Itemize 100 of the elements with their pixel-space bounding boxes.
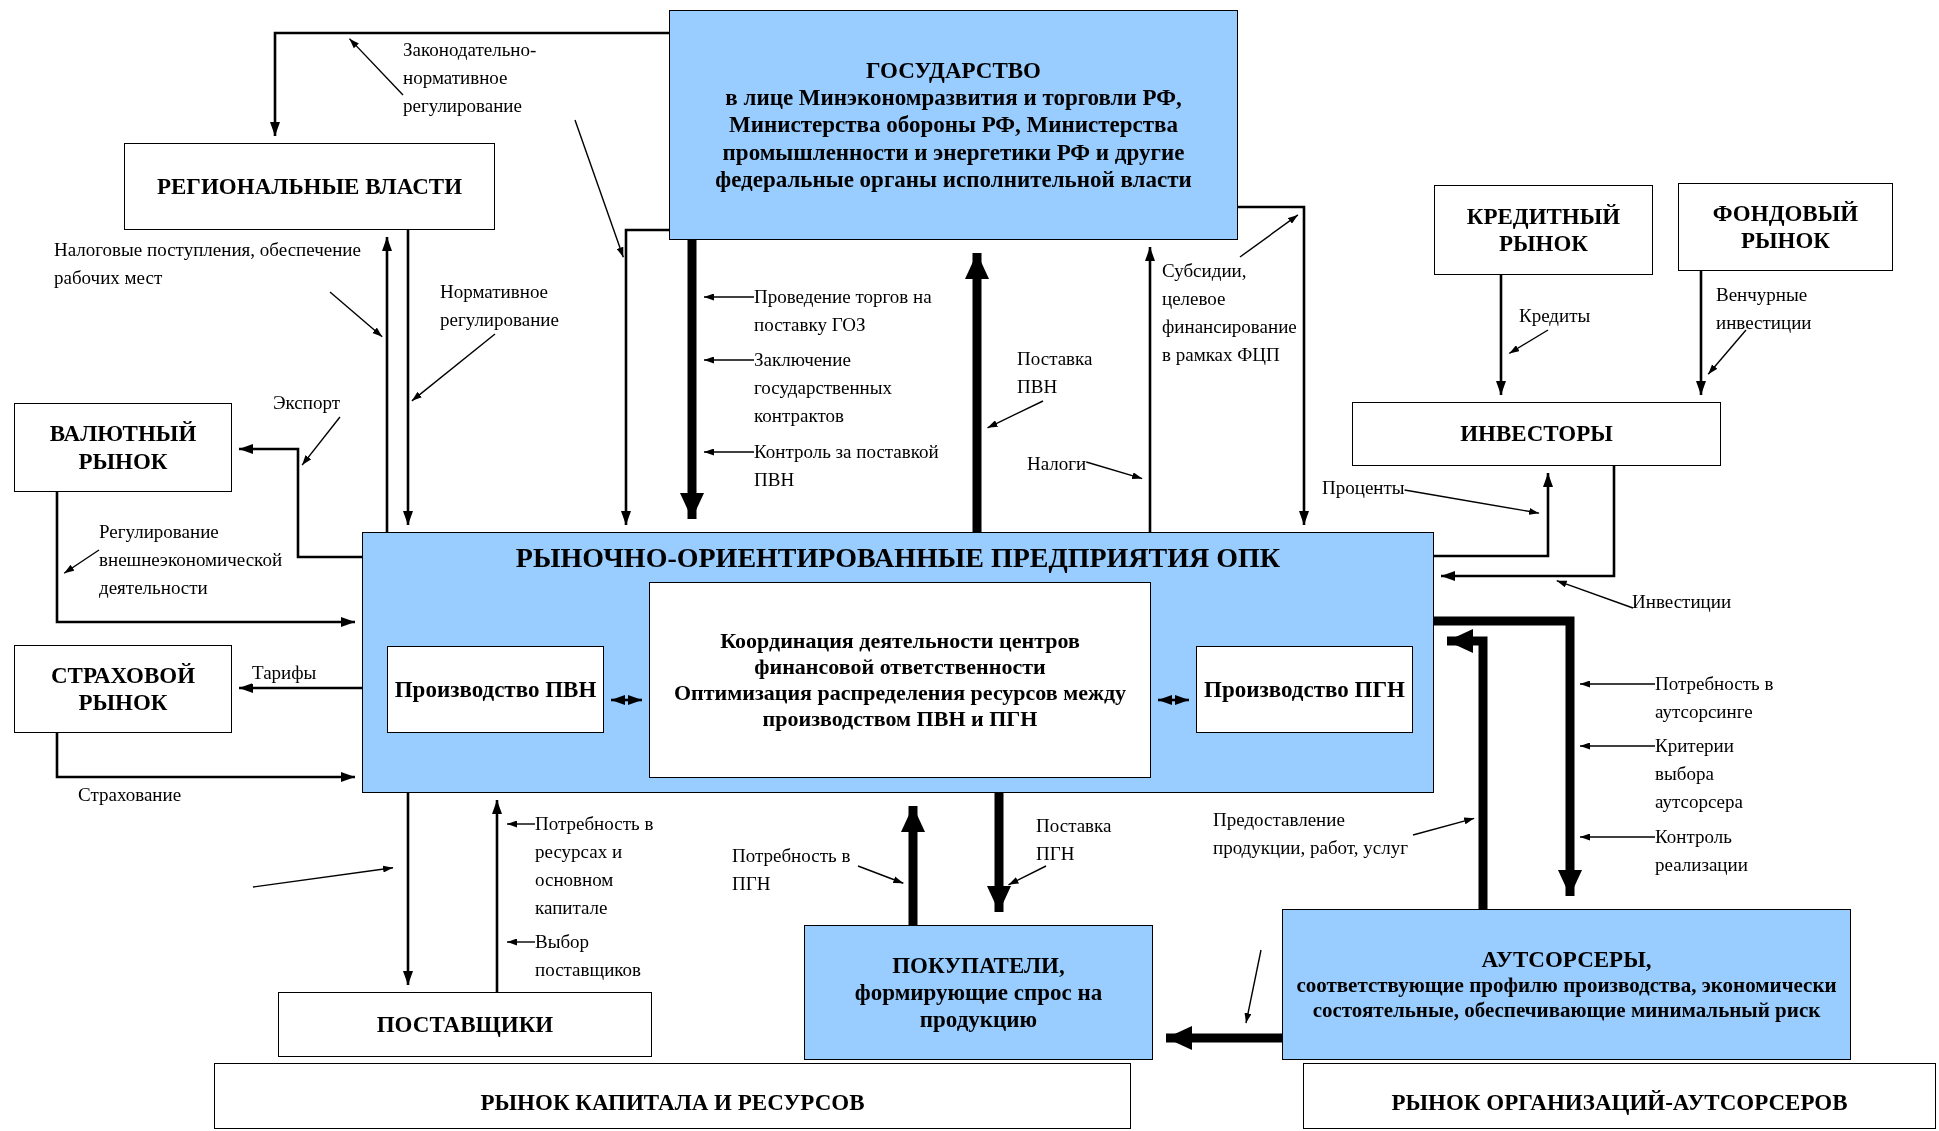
leader-line bbox=[703, 293, 755, 301]
arrow bbox=[1441, 466, 1616, 581]
arrow bbox=[492, 800, 502, 992]
leader-line bbox=[703, 448, 755, 456]
arrow bbox=[239, 683, 362, 693]
leader-line bbox=[1007, 865, 1047, 886]
arrow bbox=[403, 230, 413, 525]
leader-line bbox=[857, 865, 905, 884]
annotation-text: Предоставление продукции, работ, услуг bbox=[1213, 806, 1413, 862]
arrow bbox=[1145, 247, 1155, 532]
leader-line bbox=[986, 400, 1044, 429]
arrow bbox=[382, 237, 392, 532]
annotation-text: Налоговые поступления, обеспечение рабочих мест bbox=[54, 236, 374, 292]
leader-line bbox=[1403, 489, 1540, 515]
box-title: ВАЛЮТНЫЙ РЫНОК bbox=[48, 420, 198, 475]
box-title: ПОСТАВЩИКИ bbox=[375, 1010, 555, 1039]
arrow bbox=[1238, 205, 1309, 525]
entity-box-shaded bbox=[1282, 909, 1851, 1060]
thick-arrow bbox=[901, 806, 925, 925]
leader-line bbox=[348, 37, 404, 96]
box-title: РЫНОЧНО-ОРИЕНТИРОВАННЫЕ ПРЕДПРИЯТИЯ ОПК bbox=[514, 541, 1282, 575]
annotation-text: Контроль за поставкой ПВН bbox=[754, 438, 959, 494]
entity-box bbox=[1434, 185, 1653, 275]
annotation-text: Венчурные инвестиции bbox=[1716, 281, 1891, 337]
annotation-text: Выбор поставщиков bbox=[535, 928, 675, 984]
annotation-text: Проценты bbox=[1322, 474, 1405, 502]
leader-line bbox=[703, 356, 755, 364]
box-title: АУТСОРСЕРЫ, bbox=[1480, 946, 1653, 974]
entity-box bbox=[14, 403, 232, 492]
box-title: ПОКУПАТЕЛИ, bbox=[891, 951, 1066, 979]
box-title: РЫНОК ОРГАНИЗАЦИЙ-АУТСОРСЕРОВ bbox=[1390, 1088, 1849, 1116]
annotation-text: Поставка ПГН bbox=[1036, 812, 1146, 868]
arrow bbox=[621, 228, 669, 525]
annotation-text: Поставка ПВН bbox=[1017, 345, 1137, 401]
annotation-text: Кредиты bbox=[1519, 302, 1591, 330]
entity-box bbox=[214, 1063, 1131, 1129]
box-title: КРЕДИТНЫЙ РЫНОК bbox=[1465, 202, 1622, 258]
leader-line bbox=[1579, 833, 1656, 841]
box-title: РЫНОК КАПИТАЛА И РЕСУРСОВ bbox=[479, 1088, 866, 1116]
thick-arrow bbox=[1434, 616, 1582, 896]
leader-line bbox=[301, 416, 341, 466]
entity-box bbox=[278, 992, 652, 1057]
box-title: Производство ПВН bbox=[393, 675, 598, 704]
thick-arrow bbox=[965, 253, 989, 532]
entity-box bbox=[1352, 402, 1721, 466]
annotation-text: Экспорт bbox=[273, 389, 340, 417]
annotation-text: Законодательно-нормативное регулирование bbox=[403, 36, 613, 120]
leader-line bbox=[411, 333, 496, 402]
box-title: ИНВЕСТОРЫ bbox=[1459, 420, 1614, 448]
box-text: соответствующие профилю производства, экономически состоятельные, обеспечивающие минимальный риск bbox=[1295, 973, 1838, 1023]
leader-line bbox=[506, 938, 536, 946]
annotation-text: Налоги bbox=[1027, 450, 1087, 478]
thick-arrow bbox=[1447, 629, 1488, 909]
arrow bbox=[611, 695, 642, 705]
box-title: РЕГИОНАЛЬНЫЕ ВЛАСТИ bbox=[155, 172, 464, 201]
entity-box bbox=[124, 143, 495, 230]
entity-box bbox=[1678, 183, 1893, 271]
leader-line bbox=[1579, 742, 1656, 750]
leader-line bbox=[1239, 214, 1299, 258]
leader-line bbox=[1085, 461, 1143, 480]
leader-line bbox=[574, 119, 625, 258]
arrow bbox=[239, 444, 362, 559]
box-title: Производство ПГН bbox=[1203, 675, 1406, 704]
leader-line bbox=[329, 291, 383, 338]
box-title: Координация деятельности центров финансовой ответственности bbox=[719, 628, 1081, 680]
entity-box bbox=[649, 582, 1151, 778]
annotation-text: Проведение торгов на поставку ГОЗ bbox=[754, 283, 959, 339]
annotation-text: Потребность в аутсорсинге bbox=[1655, 670, 1845, 726]
annotation-text: Регулирование внешнеэкономической деятельности bbox=[99, 518, 369, 602]
box-text: формирующие спрос на продукцию bbox=[853, 978, 1104, 1034]
box-title: ГОСУДАРСТВО bbox=[864, 57, 1042, 85]
thick-arrow bbox=[1166, 1026, 1282, 1050]
annotation-text: Субсидии, целевое финансирование в рамках ФЦП bbox=[1162, 257, 1296, 369]
box-text: Оптимизация распределения ресурсов между производством ПВН и ПГН bbox=[672, 680, 1128, 732]
arrow bbox=[1696, 271, 1706, 395]
arrow bbox=[55, 733, 355, 782]
arrow bbox=[403, 793, 413, 985]
arrow bbox=[55, 492, 355, 627]
box-text: в лице Минэкономразвития и торговли РФ, Министерства обороны РФ, Министерства промышленности и энергетики РФ и другие федеральные органы исполнительной власти bbox=[714, 84, 1193, 193]
leader-line bbox=[1707, 329, 1747, 375]
annotation-text: Потребность в ПГН bbox=[732, 842, 872, 898]
annotation-text: Инвестиции bbox=[1632, 588, 1732, 616]
thick-arrow bbox=[987, 793, 1011, 912]
arrow bbox=[270, 31, 669, 136]
leader-line bbox=[506, 820, 536, 828]
arrow bbox=[1158, 695, 1189, 705]
edge-label: Тарифы bbox=[252, 662, 317, 684]
arrow bbox=[1496, 275, 1506, 395]
entity-box-shaded bbox=[362, 532, 1434, 793]
box-title: СТРАХОВОЙ РЫНОК bbox=[49, 661, 197, 717]
annotation-text: Контроль реализации bbox=[1655, 823, 1780, 879]
annotation-text: Нормативное регулирование bbox=[440, 278, 630, 334]
annotation-text: Потребность в ресурсах и основном капитале bbox=[535, 810, 685, 922]
leader-line bbox=[1412, 817, 1475, 836]
leader-line bbox=[1508, 329, 1549, 355]
entity-box bbox=[387, 646, 604, 733]
annotation-text: Заключение государственных контрактов bbox=[754, 346, 959, 430]
annotation-text: Критерии выбора аутсорсера bbox=[1655, 732, 1780, 816]
leader-line bbox=[1556, 579, 1634, 609]
entity-box bbox=[14, 645, 232, 733]
